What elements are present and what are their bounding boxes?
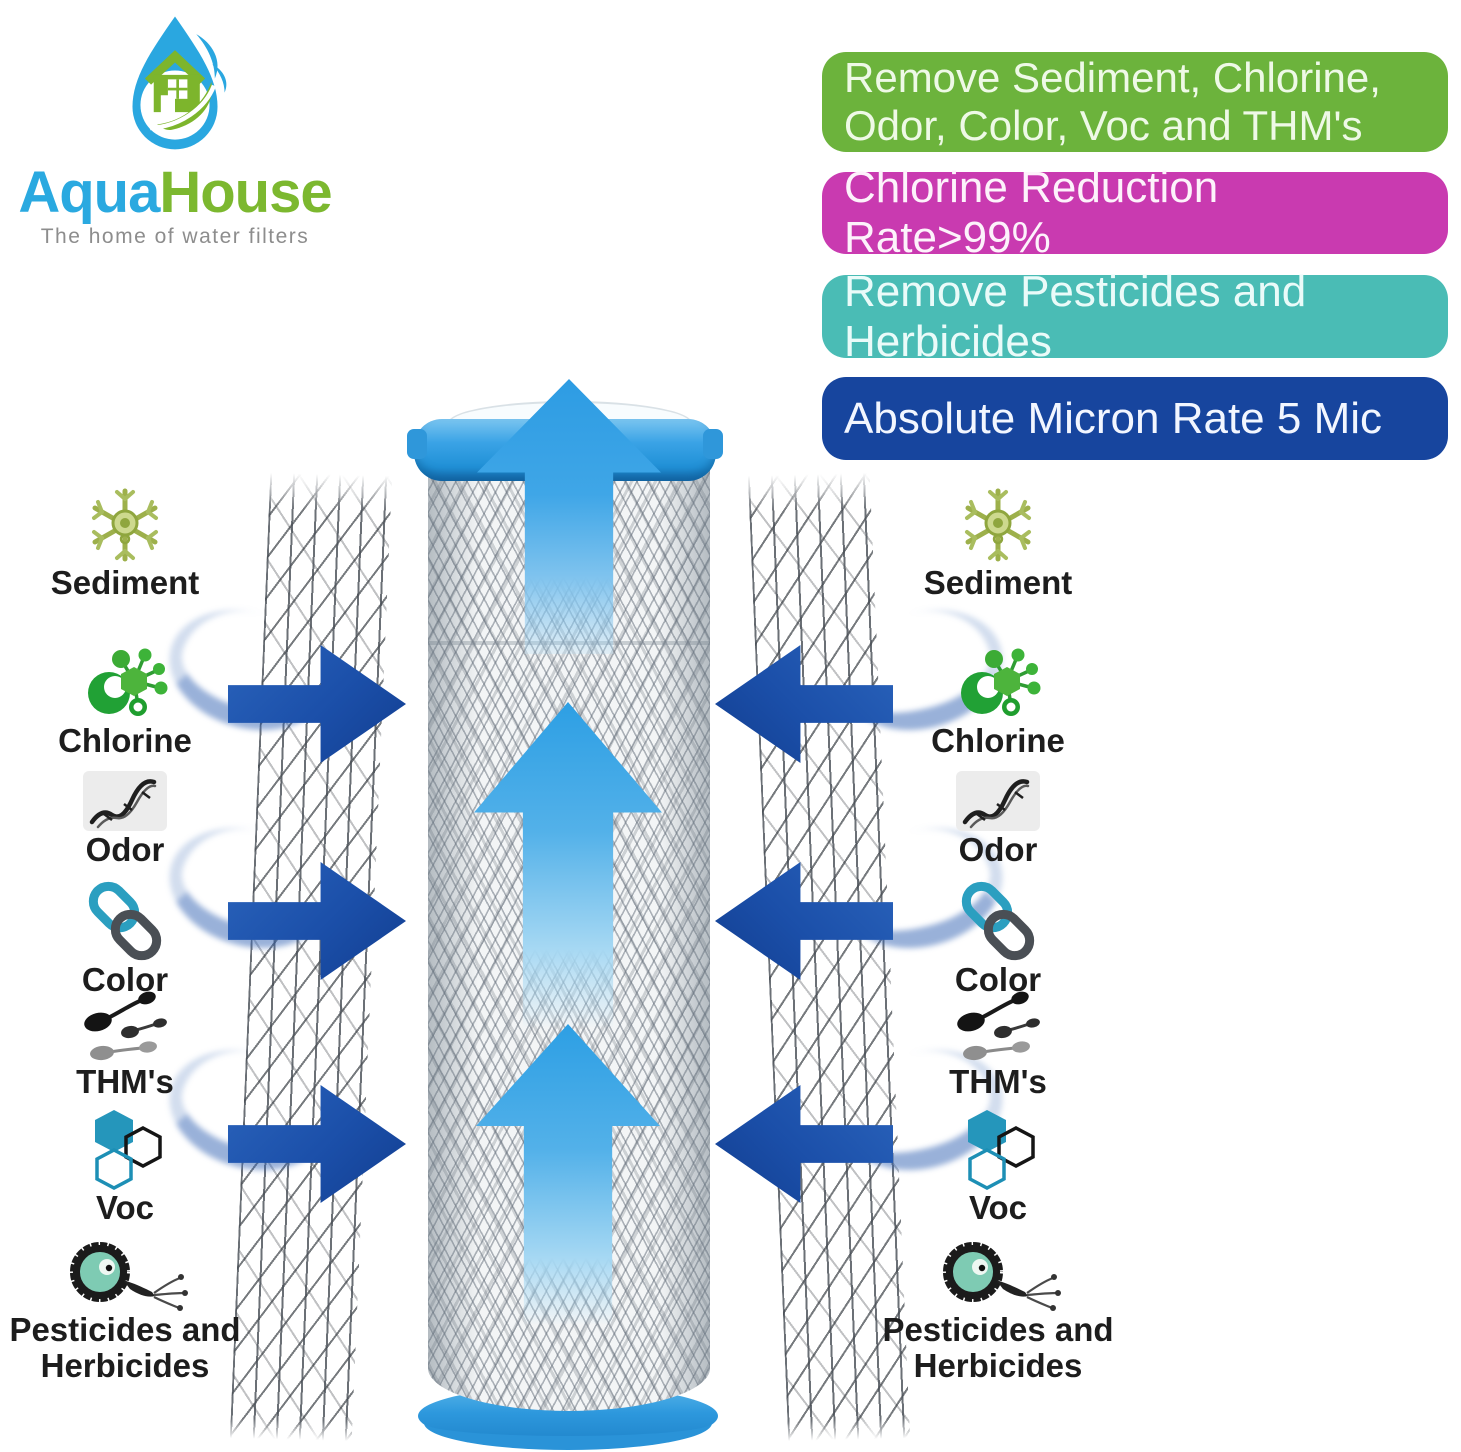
list-item: Odor bbox=[0, 770, 255, 868]
benefit-banner-remove-contaminants: Remove Sediment, Chlorine, Odor, Color, … bbox=[822, 52, 1448, 152]
contaminant-label: Chlorine bbox=[58, 722, 192, 759]
contaminant-list-left: Sediment bbox=[0, 480, 255, 1440]
contaminant-label: Pesticides and Herbicides bbox=[9, 1311, 241, 1384]
list-item: Pesticides and Herbicides bbox=[868, 1236, 1128, 1384]
benefit-banner-micron-rate: Absolute Micron Rate 5 Mic bbox=[822, 377, 1448, 460]
contaminant-label: Pesticides and Herbicides bbox=[882, 1311, 1114, 1384]
chlorine-icon bbox=[868, 643, 1128, 723]
contaminant-label: Voc bbox=[95, 1189, 155, 1226]
color-icon bbox=[868, 880, 1128, 962]
odor-icon bbox=[0, 770, 255, 832]
benefit-banner-chlorine-reduction: Chlorine Reduction Rate>99% bbox=[822, 163, 1448, 262]
contaminant-label: Voc bbox=[968, 1189, 1028, 1226]
contaminant-label: Odor bbox=[958, 831, 1038, 868]
list-item: THM's bbox=[0, 988, 255, 1100]
contaminant-label: Sediment bbox=[923, 564, 1073, 601]
list-item: Voc bbox=[868, 1106, 1128, 1226]
contaminant-label: Sediment bbox=[50, 564, 200, 601]
list-item: Pesticides and Herbicides bbox=[0, 1236, 255, 1384]
thms-icon bbox=[868, 988, 1128, 1064]
pesticides-icon bbox=[0, 1236, 255, 1312]
pesticides-icon bbox=[868, 1236, 1128, 1312]
brand-name-aqua: Aqua bbox=[18, 160, 160, 225]
brand-logo: AquaHouse The home of water filters bbox=[10, 4, 340, 249]
contaminant-label: THM's bbox=[949, 1063, 1047, 1100]
contaminant-label: Odor bbox=[85, 831, 165, 868]
list-item: THM's bbox=[868, 988, 1128, 1100]
voc-icon bbox=[0, 1106, 255, 1190]
list-item: Sediment bbox=[0, 485, 255, 601]
sediment-icon bbox=[0, 485, 255, 565]
odor-icon bbox=[868, 770, 1128, 832]
contaminant-label: THM's bbox=[76, 1063, 174, 1100]
contaminant-label: Color bbox=[81, 961, 169, 998]
list-item: Chlorine bbox=[0, 643, 255, 759]
brand-tagline: The home of water filters bbox=[40, 225, 310, 248]
water-drop-house-logo-icon bbox=[132, 16, 227, 150]
contaminant-label: Chlorine bbox=[931, 722, 1065, 759]
color-icon bbox=[0, 880, 255, 962]
thms-icon bbox=[0, 988, 255, 1064]
list-item: Chlorine bbox=[868, 643, 1128, 759]
voc-icon bbox=[868, 1106, 1128, 1190]
brand-name-house: House bbox=[159, 160, 332, 225]
list-item: Sediment bbox=[868, 485, 1128, 601]
cartridge-bottom-lip bbox=[424, 1396, 712, 1450]
benefit-banner-pesticides: Remove Pesticides and Herbicides bbox=[822, 267, 1448, 366]
sediment-icon bbox=[868, 485, 1128, 565]
list-item: Color bbox=[0, 880, 255, 998]
chlorine-icon bbox=[0, 643, 255, 723]
list-item: Voc bbox=[0, 1106, 255, 1226]
contaminant-list-right: Sediment bbox=[868, 480, 1128, 1440]
contaminant-label: Color bbox=[954, 961, 1042, 998]
list-item: Odor bbox=[868, 770, 1128, 868]
list-item: Color bbox=[868, 880, 1128, 998]
brand-name: AquaHouse bbox=[10, 164, 340, 222]
